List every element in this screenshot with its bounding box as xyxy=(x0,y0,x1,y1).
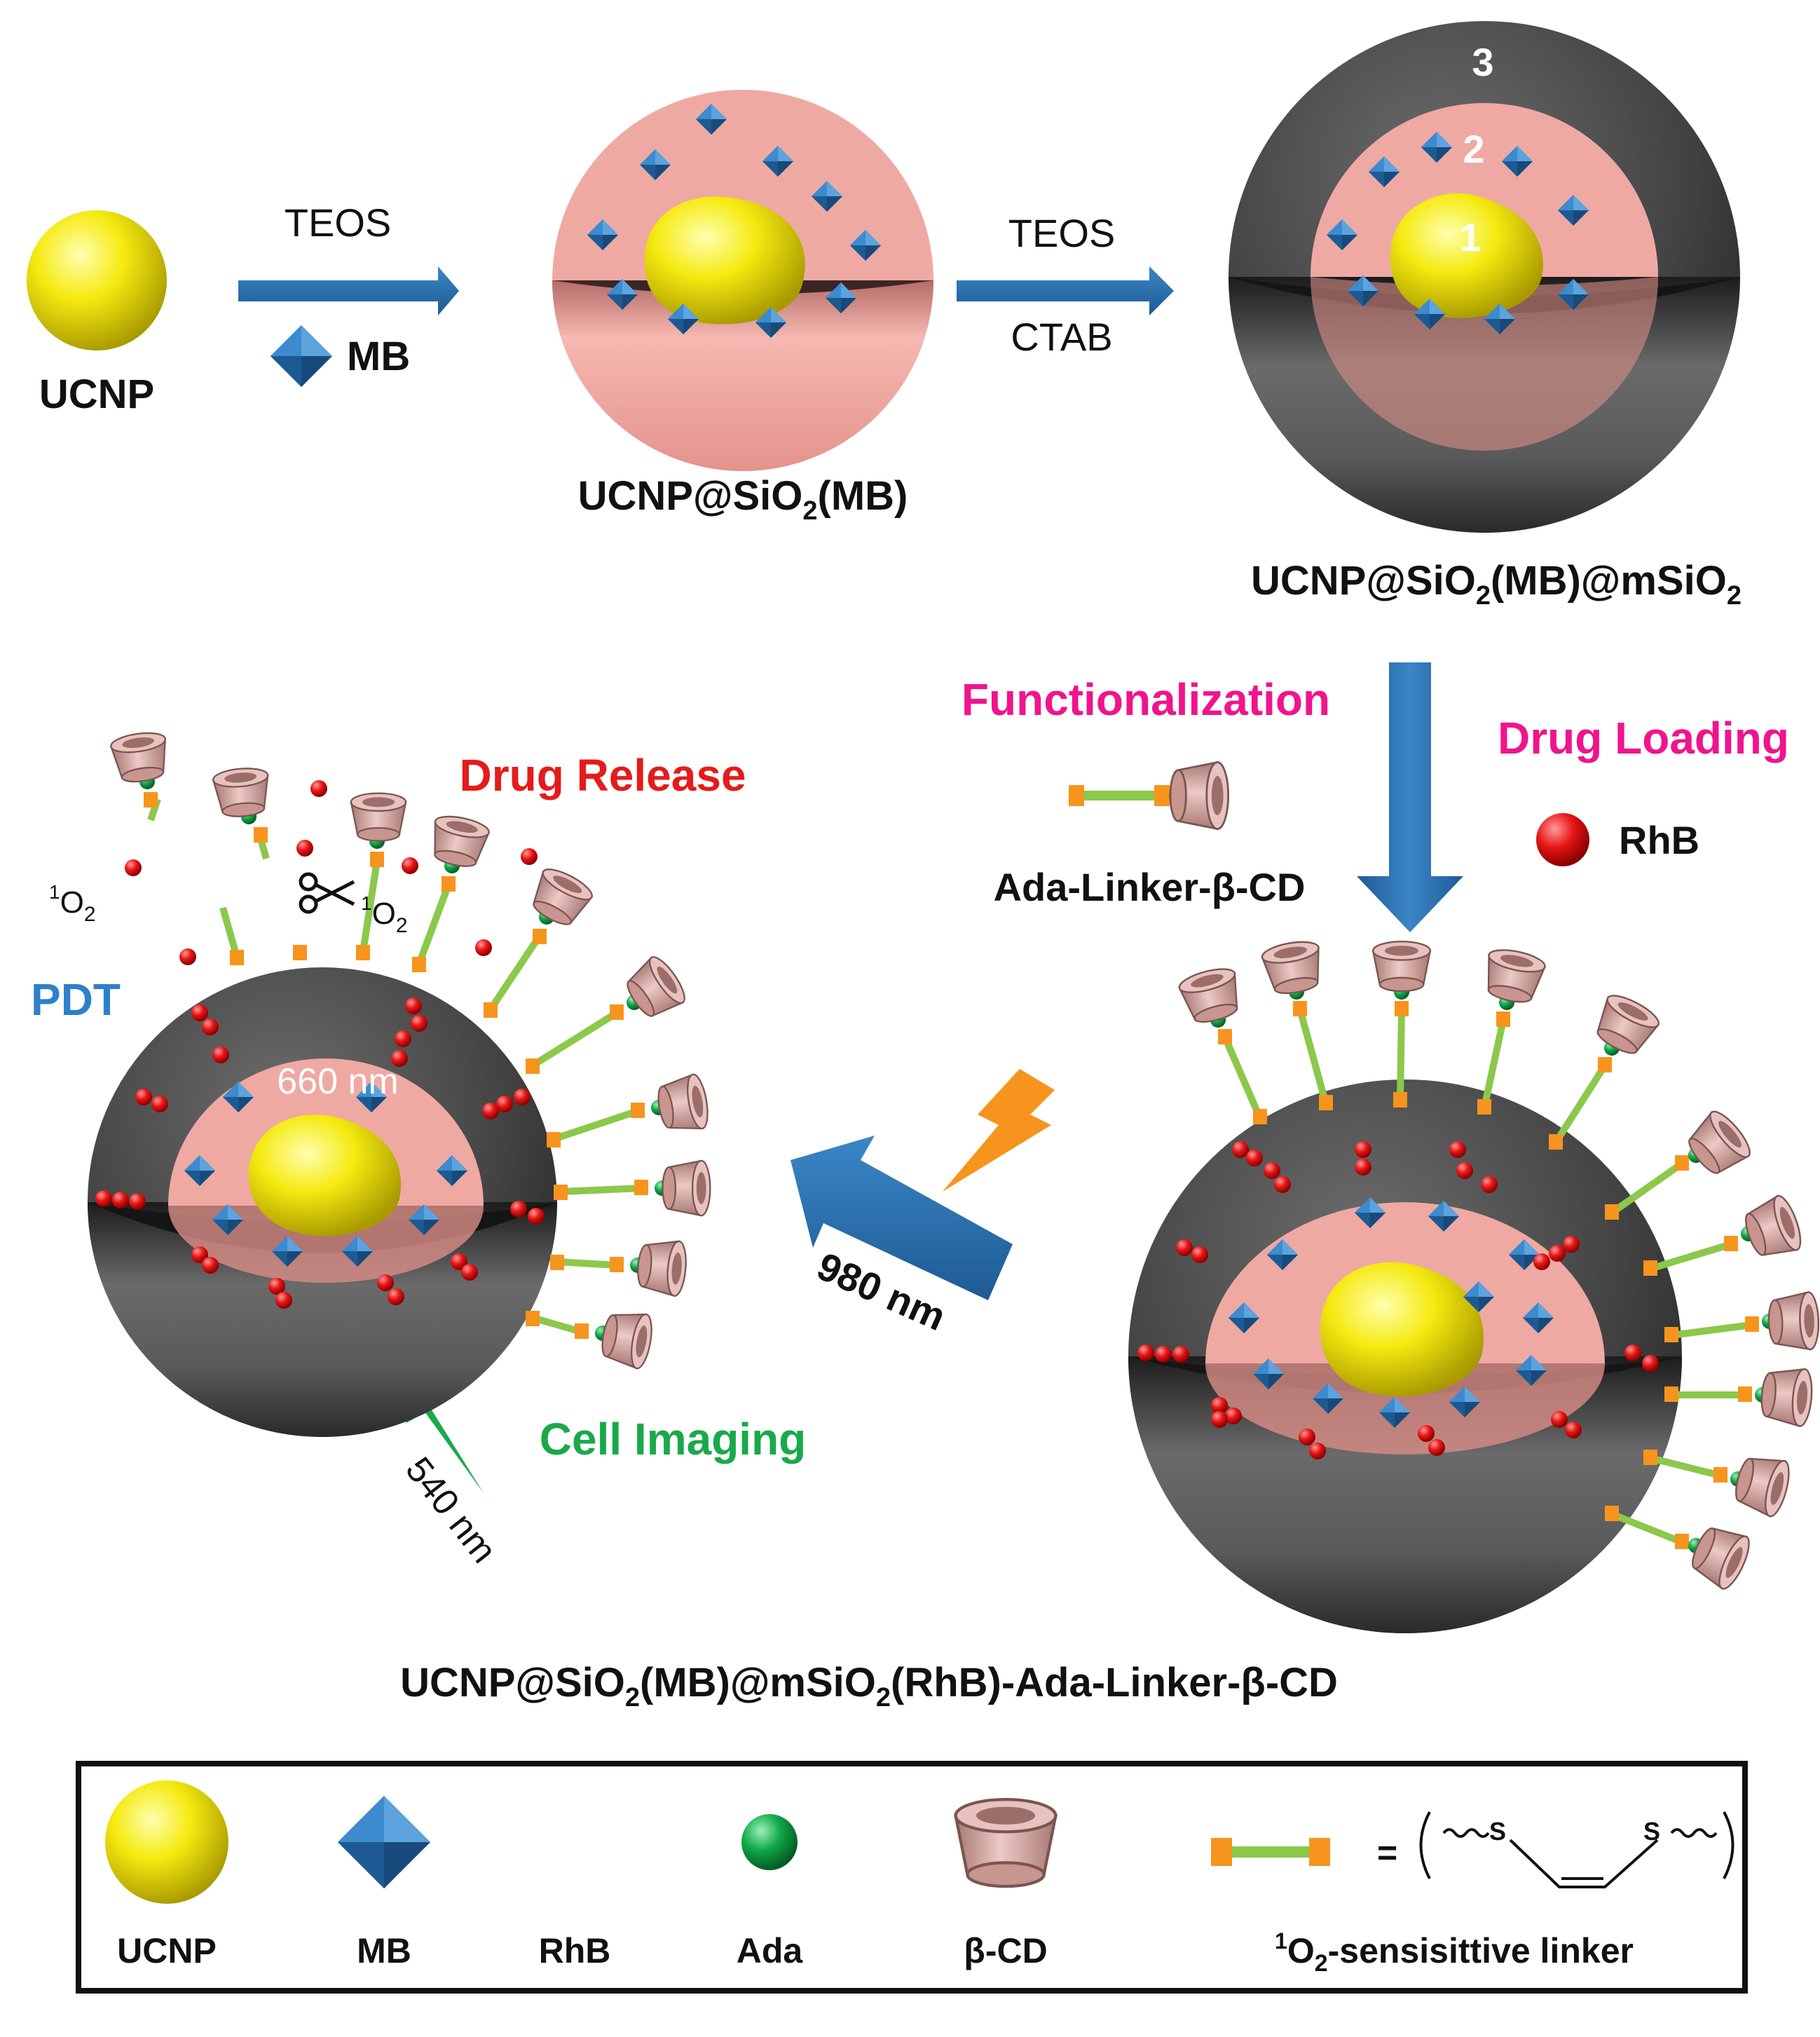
released-rhb xyxy=(125,780,538,965)
singlet-o2-left: 1O2 xyxy=(49,881,96,926)
drug-loading-label: Drug Loading xyxy=(1498,713,1789,763)
arrow-step1 xyxy=(238,266,459,315)
layer-number-2: 2 xyxy=(1463,127,1484,171)
particle3-label: UCNP@SiO2(MB)@mSiO2 xyxy=(1251,558,1742,611)
legend-label-linker: 1O2-sensisittive linker xyxy=(1275,1928,1634,1977)
step2-bottom-label: CTAB xyxy=(1011,315,1112,359)
pdt-label: PDT xyxy=(31,974,121,1025)
scissors-icon xyxy=(299,872,355,914)
arrow-step2 xyxy=(957,266,1174,315)
surface-linkers-right xyxy=(1222,1008,1753,1546)
cell-imaging-label: Cell Imaging xyxy=(540,1414,807,1464)
ucnp-sphere xyxy=(27,210,167,350)
legend-mb-icon xyxy=(338,1796,430,1888)
legend-label-cd: β-CD xyxy=(964,1931,1047,1970)
rhb-label: RhB xyxy=(1619,818,1699,862)
legend-label-rhb: RhB xyxy=(539,1931,611,1970)
legend-cd-icon xyxy=(956,1799,1056,1886)
legend-label-mb: MB xyxy=(357,1931,411,1970)
particle-ucnp-sio2-mb xyxy=(552,90,933,471)
wavelength-540-label: 540 nm xyxy=(397,1450,504,1570)
rhb-ball-icon xyxy=(1536,813,1589,866)
layer-number-1: 1 xyxy=(1459,215,1481,259)
legend-sulfur-right: S xyxy=(1643,1817,1660,1846)
legend-linker-icon xyxy=(1211,1838,1330,1866)
particle-drug-release xyxy=(88,967,557,1437)
particle-functionalized xyxy=(1128,1079,1682,1633)
particle-ucnp-sio2-mb-msio2 xyxy=(1229,21,1740,533)
layer-number-3: 3 xyxy=(1472,40,1493,84)
arrow-980nm xyxy=(791,1136,1013,1300)
legend-box xyxy=(76,1761,1748,1994)
functionalization-label: Functionalization xyxy=(962,674,1330,725)
ada-linker-cd-label: Ada-Linker-β-CD xyxy=(994,865,1306,909)
step2-top-label: TEOS xyxy=(1008,211,1115,255)
wavelength-660-label: 660 nm xyxy=(277,1061,398,1102)
singlet-o2-mid: 1O2 xyxy=(361,892,408,937)
legend-label-ucnp: UCNP xyxy=(117,1931,217,1970)
particle2-label: UCNP@SiO2(MB) xyxy=(578,473,908,526)
step1-top-label: TEOS xyxy=(285,200,391,245)
legend-equals: = xyxy=(1377,1833,1397,1872)
legend-ucnp-icon xyxy=(105,1780,228,1904)
arrow-functionalize xyxy=(1357,662,1463,932)
ada-linker-cd-icon xyxy=(1069,761,1229,830)
drug-release-label: Drug Release xyxy=(459,750,746,801)
step1-bottom-label: MB xyxy=(347,334,410,379)
final-particle-label: UCNP@SiO2(MB)@mSiO2(RhB)-Ada-Linker-β-CD xyxy=(400,1660,1338,1712)
orange-flash-icon xyxy=(943,1069,1055,1192)
legend-linker-structure xyxy=(1419,1811,1735,1888)
mb-diamond-icon xyxy=(271,325,332,387)
legend-ada-icon xyxy=(741,1814,798,1870)
ucnp-label: UCNP xyxy=(39,372,154,417)
legend-label-ada: Ada xyxy=(737,1931,804,1970)
surface-cups-left xyxy=(109,729,712,1371)
legend-sulfur-left: S xyxy=(1489,1817,1506,1846)
surface-cups-right xyxy=(1176,937,1820,1593)
